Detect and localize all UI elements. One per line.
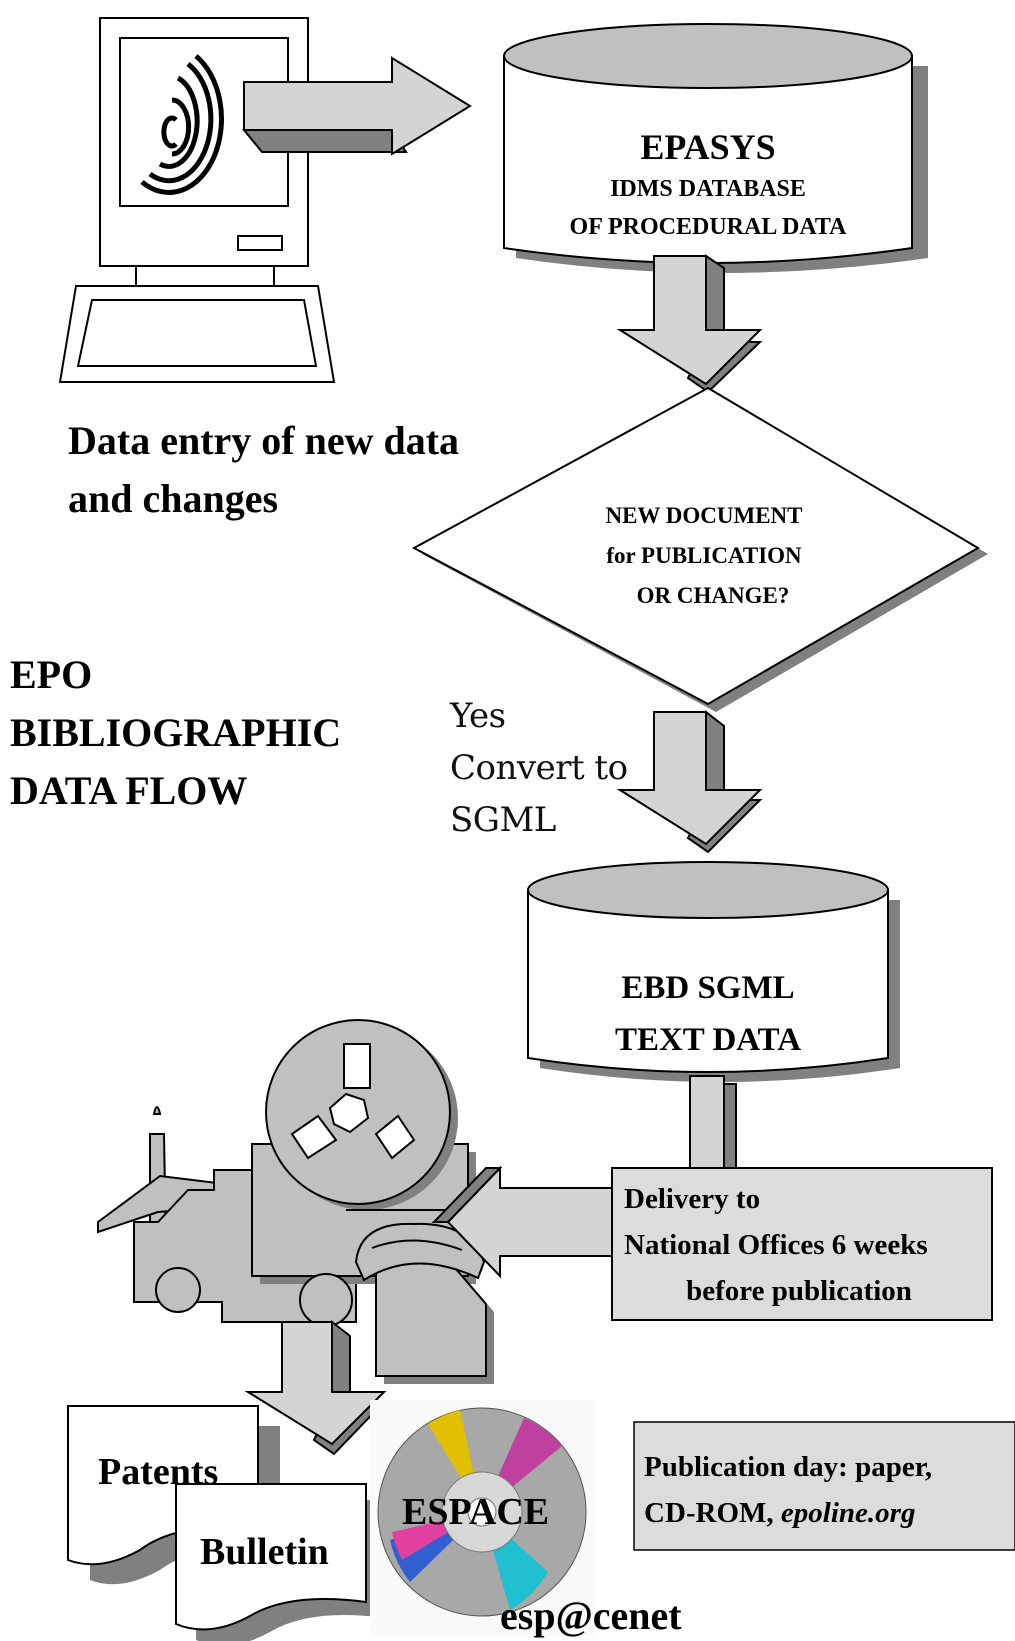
epoline-link-text: epoline.org <box>780 1497 916 1529</box>
connector-ebd-to-delivery <box>689 1075 737 1171</box>
arrow-to-ebd <box>616 709 763 854</box>
epasys-line: IDMS DATABASE <box>610 176 806 202</box>
yes-convert-label: Yes Convert to SGML <box>450 690 628 846</box>
arrow-to-outputs <box>244 1319 387 1456</box>
delivery-line: before publication <box>686 1275 912 1307</box>
delivery-box <box>611 1167 993 1321</box>
publication-media: CD-ROM, <box>644 1497 781 1529</box>
delivery-line: National Offices 6 weeks <box>624 1229 928 1261</box>
yes-line: SGML <box>450 800 556 840</box>
title-line: EPO <box>10 652 93 697</box>
publication-label: Publication day: paper, CD-ROM, epoline.… <box>644 1444 932 1536</box>
espace-label: ESPACE <box>402 1491 550 1533</box>
title-line: DATA FLOW <box>10 768 248 813</box>
computer-terminal-icon <box>58 17 336 383</box>
arrow-from-delivery <box>431 1165 613 1279</box>
arrow-to-epasys <box>241 56 472 156</box>
publication-box <box>633 1421 1015 1551</box>
ebd-label: EBD SGML TEXT DATA <box>528 962 888 1066</box>
decision-line: for PUBLICATION <box>606 543 802 568</box>
publication-line-2: CD-ROM, epoline.org <box>644 1490 932 1536</box>
flow-title: EPO BIBLIOGRAPHIC DATA FLOW <box>10 646 341 820</box>
delivery-label: Delivery to National Offices 6 weeks bef… <box>624 1176 988 1314</box>
ebd-line: TEXT DATA <box>614 1022 802 1058</box>
epasys-label: EPASYS IDMS DATABASE OF PROCEDURAL DATA <box>504 124 912 246</box>
yes-line: Convert to <box>450 748 628 788</box>
delivery-line: Delivery to <box>624 1183 761 1215</box>
epasys-database-cylinder <box>503 23 928 273</box>
ebd-line: EBD SGML <box>621 970 795 1006</box>
espacenet-label: esp@cenet <box>500 1593 682 1638</box>
publication-line-1: Publication day: paper, <box>644 1451 933 1483</box>
decision-diamond <box>411 386 988 712</box>
yes-line: Yes <box>450 696 506 736</box>
decision-label: NEW DOCUMENT for PUBLICATION OR CHANGE? <box>534 496 874 616</box>
arrow-to-decision <box>616 254 763 394</box>
decision-line: OR CHANGE? <box>636 583 790 608</box>
data-entry-line: and changes <box>68 476 279 521</box>
decision-line: NEW DOCUMENT <box>605 503 803 528</box>
epasys-line: OF PROCEDURAL DATA <box>569 214 847 240</box>
title-line: BIBLIOGRAPHIC <box>10 710 342 755</box>
data-entry-line: Data entry of new data <box>68 418 460 463</box>
bulletin-label: Bulletin <box>200 1531 329 1573</box>
data-entry-caption: Data entry of new data and changes <box>68 412 459 528</box>
epasys-name: EPASYS <box>640 127 776 167</box>
bulletin-document-icon <box>175 1483 386 1641</box>
patents-label: Patents <box>98 1451 219 1493</box>
ebd-sgml-database-cylinder <box>527 861 900 1082</box>
distribution-vehicles-icon <box>97 1019 494 1384</box>
espace-cd-rom-icon <box>370 1400 594 1636</box>
